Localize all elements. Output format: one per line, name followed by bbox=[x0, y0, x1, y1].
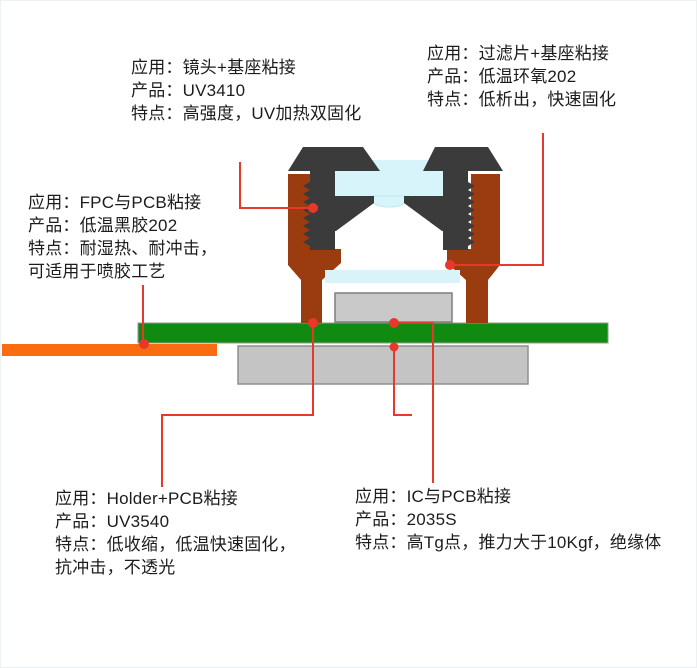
annotation-line: 产品：UV3410 bbox=[131, 81, 246, 100]
leader-holder-pcb bbox=[161, 323, 314, 487]
annotation-line: 应用：FPC与PCB粘接 bbox=[28, 193, 202, 212]
holder-right bbox=[447, 174, 500, 323]
leader-dot-ic-stiffener bbox=[389, 342, 399, 352]
annotation-line: 特点：低析出，快速固化 bbox=[427, 90, 617, 109]
annotation-line: 产品：低温环氧202 bbox=[427, 67, 577, 86]
fpc-cable bbox=[2, 344, 217, 356]
annotation-filter-base: 应用：过滤片+基座粘接 产品：低温环氧202 特点：低析出，快速固化 bbox=[427, 42, 616, 111]
annotation-line: 应用：过滤片+基座粘接 bbox=[427, 44, 610, 63]
annotation-line: 特点：高强度，UV加热双固化 bbox=[131, 104, 362, 123]
stiffener-plate bbox=[237, 345, 529, 385]
leader-ic-stiffener bbox=[393, 347, 412, 416]
pcb-board bbox=[137, 322, 609, 344]
ir-filter bbox=[325, 270, 460, 283]
lens-bump bbox=[368, 195, 410, 208]
leader-filter-base bbox=[450, 133, 544, 266]
leader-dot-ic-pcb bbox=[389, 318, 399, 328]
leader-lens-base bbox=[239, 162, 313, 209]
leader-dot-fpc-pcb bbox=[139, 339, 149, 349]
leader-dot-holder-pcb bbox=[308, 318, 318, 328]
annotation-line: 特点：低收缩，低温快速固化， bbox=[55, 535, 296, 554]
annotation-ic-pcb: 应用：IC与PCB粘接 产品：2035S 特点：高Tg点，推力大于10Kgf，绝… bbox=[355, 485, 661, 554]
barrel-cap-right bbox=[423, 147, 503, 171]
annotation-lens-base: 应用：镜头+基座粘接 产品：UV3410 特点：高强度，UV加热双固化 bbox=[131, 56, 361, 125]
annotation-line: 产品：低温黑胶202 bbox=[28, 216, 178, 235]
annotation-line: 抗冲击，不透光 bbox=[55, 558, 176, 577]
annotation-line: 应用：Holder+PCB粘接 bbox=[55, 489, 238, 508]
barrel-column-left bbox=[303, 171, 374, 250]
annotation-line: 产品：UV3540 bbox=[55, 512, 170, 531]
annotation-line: 应用：IC与PCB粘接 bbox=[355, 487, 512, 506]
annotation-line: 可适用于喷胶工艺 bbox=[28, 262, 166, 281]
annotation-line: 特点：高Tg点，推力大于10Kgf，绝缘体 bbox=[355, 533, 662, 552]
barrel-column-right bbox=[404, 171, 475, 250]
leader-dot-lens-base bbox=[308, 203, 318, 213]
holder-left bbox=[288, 174, 341, 323]
annotation-holder-pcb: 应用：Holder+PCB粘接 产品：UV3540 特点：低收缩，低温快速固化，… bbox=[55, 487, 296, 579]
leader-dot-filter-base bbox=[445, 260, 455, 270]
annotation-line: 特点：耐湿热、耐冲击， bbox=[28, 239, 218, 258]
annotation-line: 应用：镜头+基座粘接 bbox=[131, 58, 296, 77]
annotation-line: 产品：2035S bbox=[355, 510, 457, 529]
ic-chip bbox=[334, 292, 453, 323]
leader-ic-pcb bbox=[394, 322, 434, 483]
annotation-fpc-pcb: 应用：FPC与PCB粘接 产品：低温黑胶202 特点：耐湿热、耐冲击， 可适用于… bbox=[28, 191, 217, 283]
barrel-cap-left bbox=[288, 147, 380, 171]
